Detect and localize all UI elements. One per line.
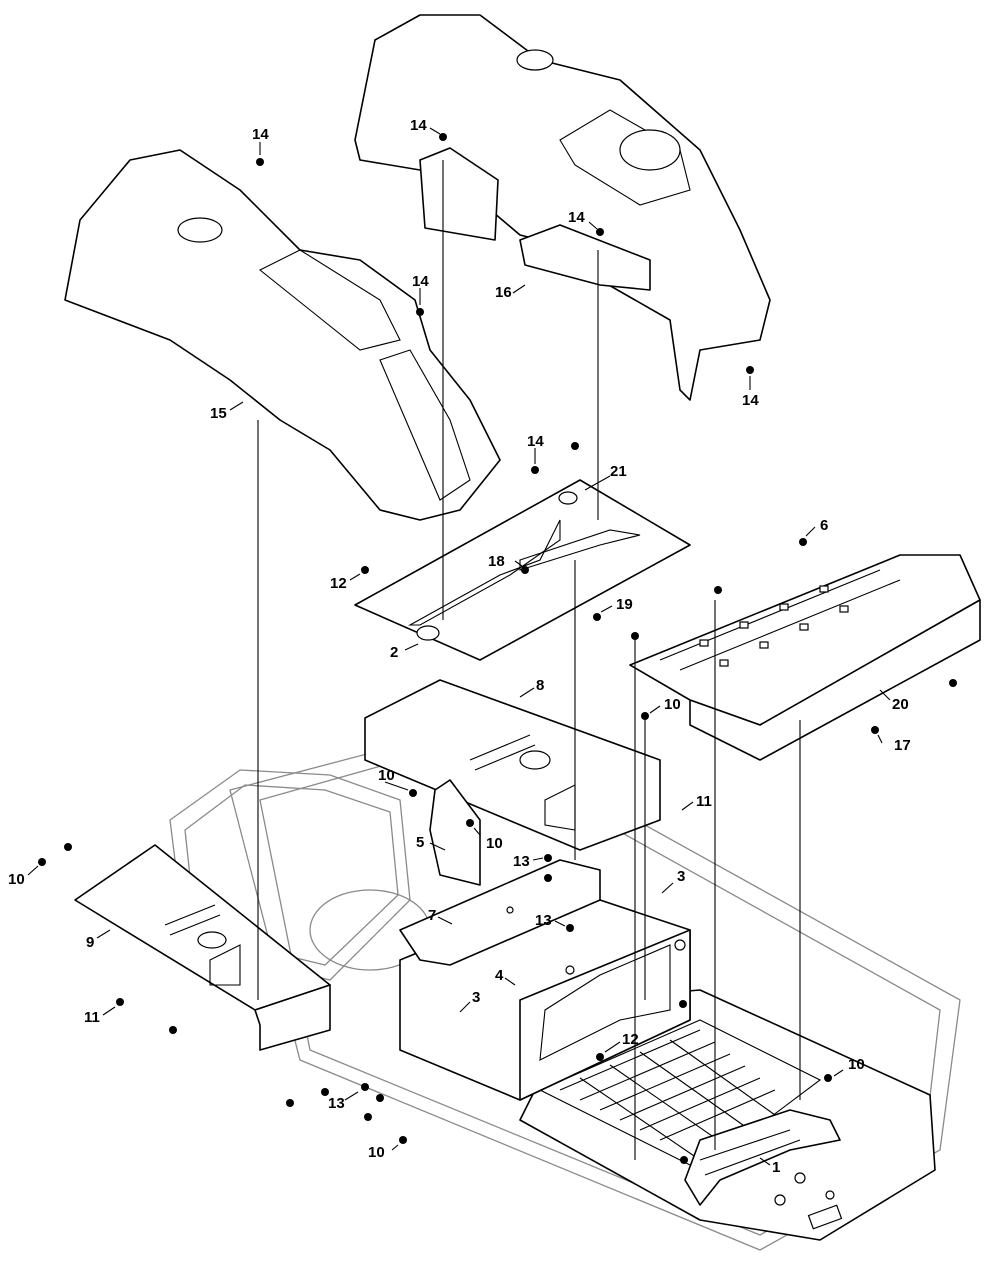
bolt-14a [256,158,264,166]
bolt-10a [409,789,417,797]
callout-14a: 14 [252,126,269,143]
callout-11a: 11 [696,793,712,810]
callout-10e: 10 [368,1144,385,1161]
bolt-13a-b [544,874,552,882]
part-9-plate [74,844,331,1051]
callout-leaders [27,127,891,1166]
bolt-10e [399,1136,407,1144]
callout-4: 4 [495,967,504,984]
part-5-bracket [429,779,481,886]
callout-13c: 13 [328,1095,345,1112]
callouts: 14 14 14 14 14 14 15 16 21 6 18 12 19 2 … [8,117,911,1176]
callout-18: 18 [488,553,505,570]
callout-3a: 3 [677,868,685,885]
callout-15: 15 [210,405,227,422]
bolt-17 [871,726,879,734]
callout-19: 19 [616,596,633,613]
assembly-lines [257,160,801,1160]
bolt-14b [439,133,447,141]
callout-6: 6 [820,517,828,534]
bolt-1 [680,1156,688,1164]
callout-13a: 13 [513,853,530,870]
callout-14f: 14 [527,433,544,450]
callout-17: 17 [894,737,911,754]
bolt-11b-b [169,1026,177,1034]
callout-3b: 3 [472,989,480,1006]
fasteners [38,133,957,1164]
callout-14b: 14 [410,117,427,134]
bolt-21 [571,442,579,450]
bolt-14d [416,308,424,316]
part-1-bracket [684,1109,841,1206]
callout-14c: 14 [568,209,585,226]
part-20-cover [629,554,981,761]
part-7-frame [399,859,601,966]
bolt-13a [544,854,552,862]
bolt-14c [596,228,604,236]
cover-holes [699,585,849,667]
bolt-cover-c [949,679,957,687]
bolt-10d-b [64,843,72,851]
bolt-10d [38,858,46,866]
callout-13b: 13 [535,912,552,929]
bolt-10f [824,1074,832,1082]
bolt-cover [714,586,722,594]
floor-pan-grid [538,1019,822,1171]
bolt-14f [531,466,539,474]
bolt-11b [116,998,124,1006]
bolt-left-down [286,1099,294,1107]
bolt-13c-c [376,1094,384,1102]
callout-10d: 10 [8,871,25,888]
callout-7: 7 [428,907,436,924]
callout-5: 5 [416,834,424,851]
bolt-13c-a [321,1088,329,1096]
bolt-19 [593,613,601,621]
callout-21: 21 [610,463,627,480]
callout-10f: 10 [848,1056,865,1073]
callout-10a: 10 [378,767,395,784]
callout-14e: 14 [742,392,759,409]
callout-9: 9 [86,934,94,951]
bolt-6 [799,538,807,546]
bolt-12b [596,1053,604,1061]
callout-12a: 12 [330,575,347,592]
callout-2: 2 [390,644,398,661]
callout-11b: 11 [84,1009,100,1026]
bolt-10b [641,712,649,720]
bolt-12a [361,566,369,574]
callout-12b: 12 [622,1031,639,1048]
frame-assembly [229,739,961,1251]
callout-14d: 14 [412,273,429,290]
bolt-cover-b [631,632,639,640]
part-8-plate [364,679,661,851]
bolt-13b [566,924,574,932]
bolt-frame [679,1000,687,1008]
bolt-13c-b [361,1083,369,1091]
callout-8: 8 [536,677,544,694]
part-16-fender [354,14,771,401]
callout-10b: 10 [664,696,681,713]
callout-1: 1 [772,1159,780,1176]
bolt-10c [466,819,474,827]
callout-10c: 10 [486,835,503,852]
callout-16: 16 [495,284,512,301]
bolt-14e [746,366,754,374]
part-15-fender [64,149,501,521]
bolt-18 [521,566,529,574]
bolt-13c-d [364,1113,372,1121]
callout-20: 20 [892,696,909,713]
